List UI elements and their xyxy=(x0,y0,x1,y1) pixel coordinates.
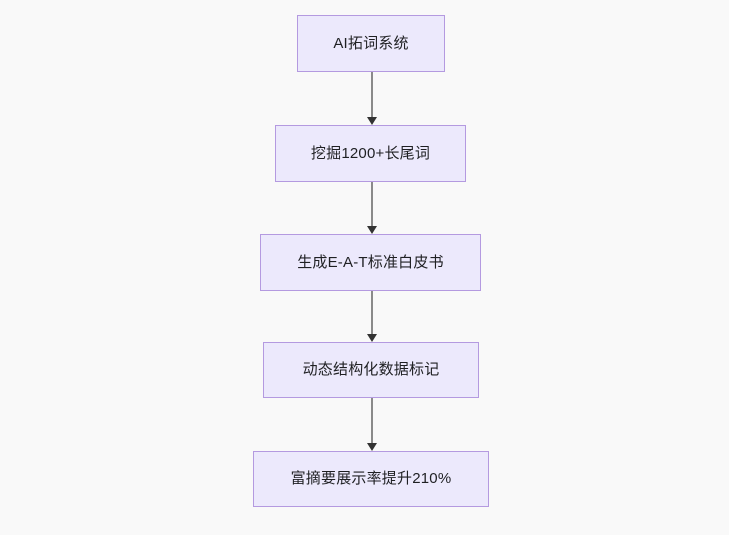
flow-node-5-label: 富摘要展示率提升210% xyxy=(290,470,452,487)
arrowhead-down-icon xyxy=(366,334,377,342)
flow-node-1[interactable]: AI拓词系统 xyxy=(297,15,445,72)
arrowhead-down-icon xyxy=(366,226,377,234)
edge-line xyxy=(371,291,373,335)
flow-node-4[interactable]: 动态结构化数据标记 xyxy=(263,342,479,398)
edge-line xyxy=(371,398,373,444)
flow-node-2[interactable]: 挖掘1200+长尾词 xyxy=(275,125,466,182)
flow-node-1-label: AI拓词系统 xyxy=(333,34,409,52)
arrowhead-down-icon xyxy=(366,117,377,125)
arrowhead-down-icon xyxy=(366,443,377,451)
flow-edge-2-3 xyxy=(366,182,377,234)
flow-edge-1-2 xyxy=(366,72,377,125)
flow-edge-4-5 xyxy=(366,398,377,451)
flow-edge-3-4 xyxy=(366,291,377,342)
flow-node-2-label: 挖掘1200+长尾词 xyxy=(310,144,431,162)
flow-node-3[interactable]: 生成E-A-T标准白皮书 xyxy=(260,234,481,291)
edge-line xyxy=(371,182,373,227)
flow-node-5[interactable]: 富摘要展示率提升210% xyxy=(253,451,489,507)
edge-line xyxy=(371,72,373,118)
flow-node-3-label: 生成E-A-T标准白皮书 xyxy=(297,253,444,271)
flow-node-4-label: 动态结构化数据标记 xyxy=(302,361,440,378)
